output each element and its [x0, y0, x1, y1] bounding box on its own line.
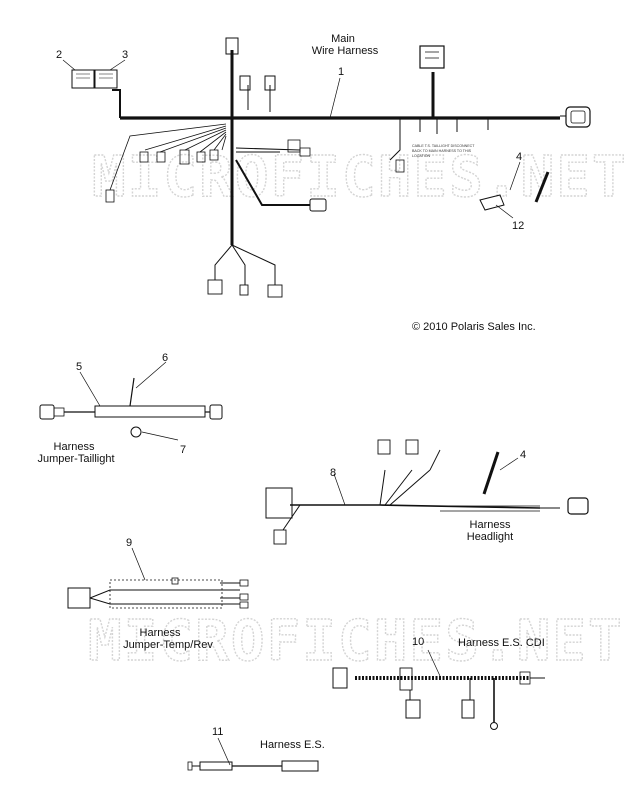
relay-connector-2	[71, 69, 95, 89]
ignition-connector	[419, 45, 445, 69]
callout-8: 8	[330, 467, 336, 479]
callout-11: 11	[212, 726, 223, 738]
note-line1: CABLE T.S. TAILLIGHT DISCONNECT	[412, 144, 475, 148]
note-line3: LOCATION	[412, 154, 431, 158]
es-cdi-harness	[332, 649, 545, 730]
cable-tie-part-4-lower	[482, 451, 500, 495]
headlight-label-line2: Headlight	[467, 531, 513, 543]
headlight-label-line1: Harness	[470, 519, 511, 531]
taillight-sleeve	[94, 405, 206, 418]
clip-part-12	[479, 194, 505, 211]
jumper-temp-rev-harness	[67, 547, 249, 609]
temp-rev-label-line2: Jumper-Temp/Rev	[123, 639, 213, 651]
callout-7: 7	[180, 444, 186, 456]
grommet-part-7	[130, 426, 142, 438]
headlight-harness	[265, 439, 589, 545]
callout-1: 1	[338, 66, 344, 78]
side-connector	[309, 198, 327, 212]
callout-12: 12	[512, 220, 524, 232]
es-harness	[187, 737, 319, 772]
jumper-taillight-label-line1: Harness	[54, 441, 95, 453]
cable-tie-part-4	[534, 171, 550, 203]
es-cdi-label: Harness E.S. CDI	[458, 637, 545, 649]
wire-tie-part-6	[129, 377, 135, 407]
note-line2: BACK TO MAIN HARNESS TO THIS	[412, 149, 472, 153]
headlight-connector	[567, 497, 589, 515]
callout-3: 3	[122, 49, 128, 61]
callout-10: 10	[412, 636, 424, 648]
callout-6: 6	[162, 352, 168, 364]
callout-5: 5	[76, 361, 82, 373]
callout-2: 2	[56, 49, 62, 61]
main-wire-harness	[62, 37, 591, 298]
jumper-taillight-harness	[39, 361, 223, 441]
callout-4-top: 4	[516, 151, 522, 163]
main-end-connector	[565, 106, 591, 128]
main-harness-title-line2: Wire Harness	[312, 45, 379, 57]
top-connector	[225, 37, 239, 55]
watermark-bottom: MICROFICHES.NET	[88, 609, 624, 674]
callout-9: 9	[126, 537, 132, 549]
main-harness-title-line1: Main	[331, 33, 355, 45]
copyright: © 2010 Polaris Sales Inc.	[412, 321, 536, 333]
es-label: Harness E.S.	[260, 739, 325, 751]
temp-rev-label-line1: Harness	[140, 627, 181, 639]
callout-4-lower: 4	[520, 449, 526, 461]
relay-connector-3	[94, 69, 118, 89]
jumper-taillight-label-line2: Jumper-Taillight	[37, 453, 114, 465]
